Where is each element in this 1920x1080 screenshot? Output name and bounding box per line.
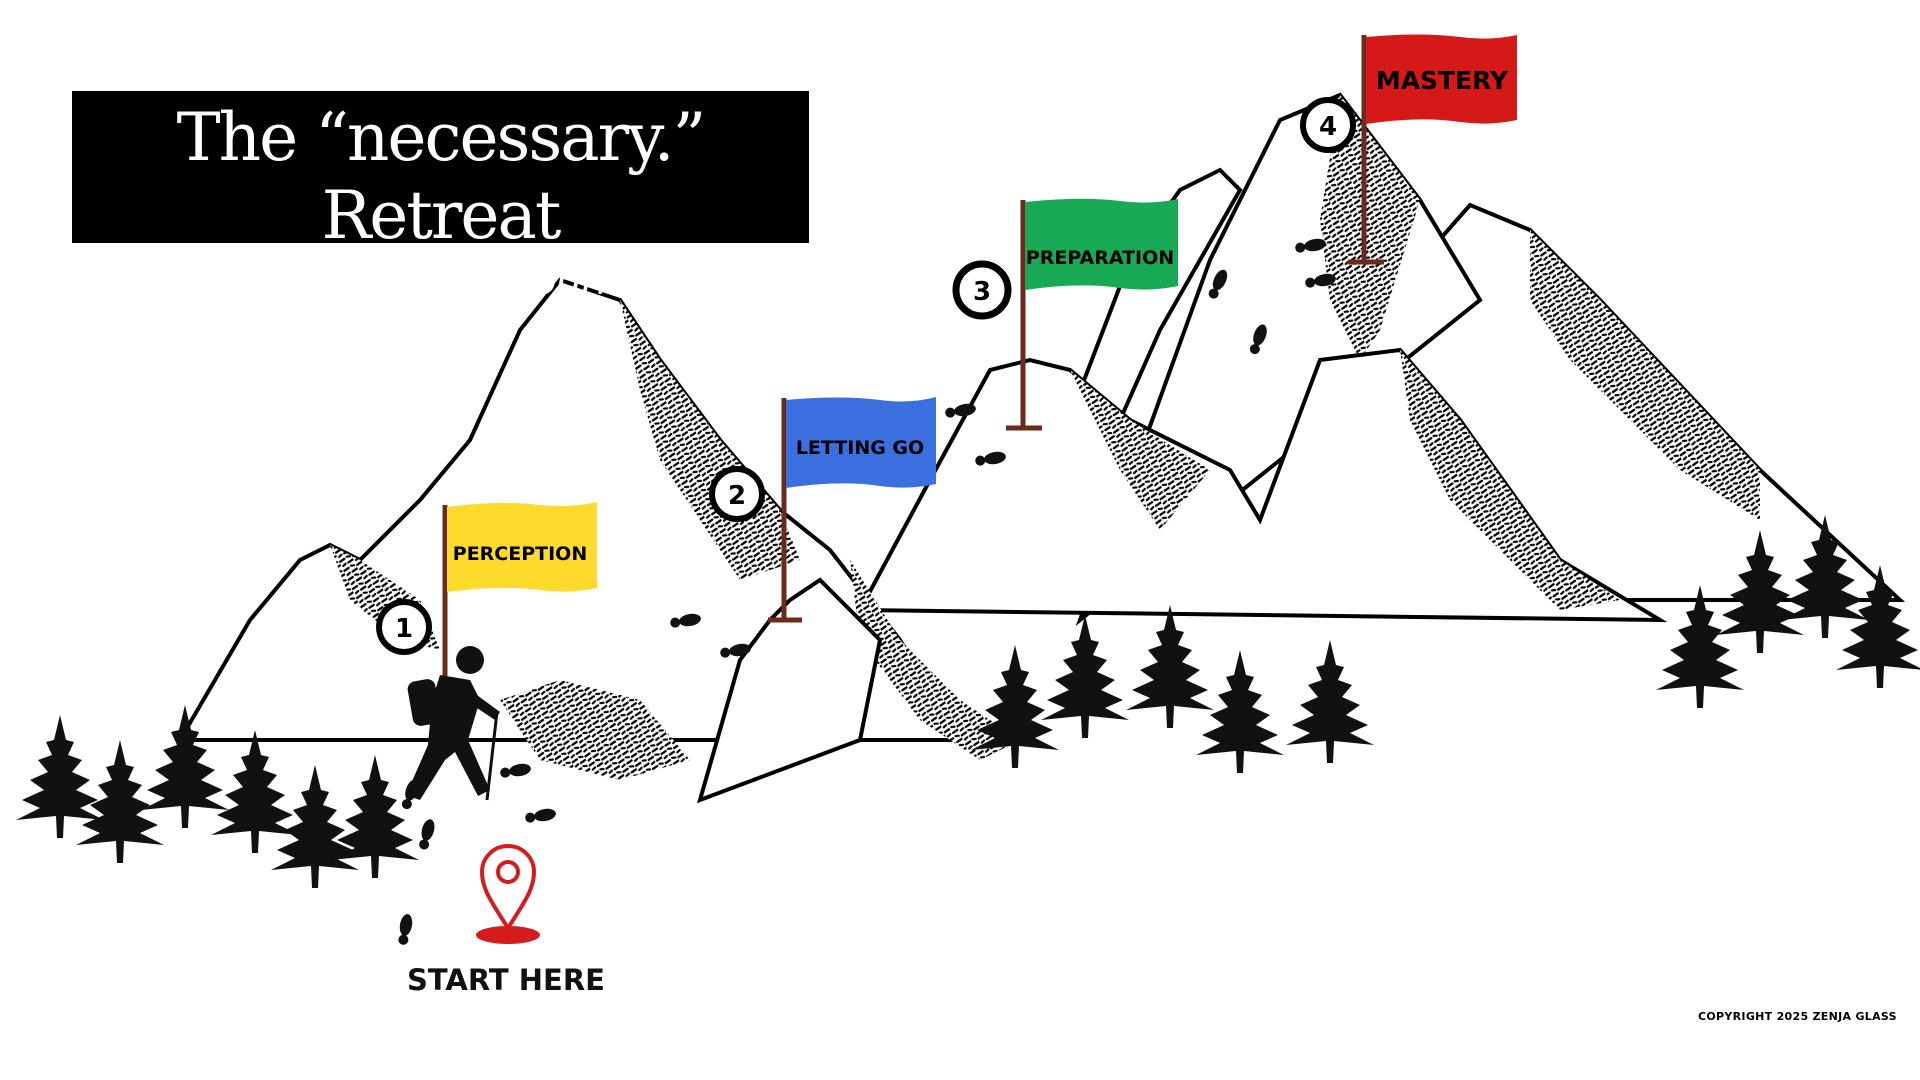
page-subtitle: Transformation Journey <box>211 256 671 304</box>
stage-marker-1: 1 <box>376 599 432 655</box>
flag-banner-mastery <box>1366 34 1517 124</box>
title-banner: The “necessary.” Retreat Transformation … <box>72 91 809 304</box>
flag-banner-letting-go <box>786 397 936 488</box>
hiker-icon <box>406 646 500 801</box>
stage-number-4: 4 <box>1319 112 1337 142</box>
mountain-left <box>176 277 1020 780</box>
stage-number-1: 1 <box>395 614 413 644</box>
mountain-middle <box>856 347 1668 623</box>
stage-label-mastery: MASTERY <box>1376 66 1509 95</box>
stage-label-perception: PERCEPTION <box>453 543 587 565</box>
page-title: The “necessary.” Retreat <box>176 99 707 254</box>
stage-marker-4: 4 <box>1300 97 1356 153</box>
location-pin-icon <box>476 844 540 944</box>
stage-number-2: 2 <box>728 481 746 511</box>
stage-marker-2: 2 <box>709 466 765 522</box>
flag-mastery: MASTERY <box>1348 34 1517 265</box>
copyright-notice: COPYRIGHT 2025 ZENJA GLASS <box>1698 1010 1897 1023</box>
flag-preparation: PREPARATION <box>1006 198 1178 431</box>
flag-banner-perception <box>447 502 597 592</box>
stage-label-preparation: PREPARATION <box>1026 247 1174 269</box>
start-here-label: START HERE <box>407 963 605 997</box>
flag-banner-preparation <box>1025 198 1178 290</box>
stage-marker-3: 3 <box>952 260 1012 320</box>
flag-letting-go: LETTING GO <box>768 397 936 623</box>
tree-cluster-middle <box>971 605 1374 773</box>
stage-label-letting-go: LETTING GO <box>796 437 924 459</box>
stage-number-3: 3 <box>973 277 991 307</box>
